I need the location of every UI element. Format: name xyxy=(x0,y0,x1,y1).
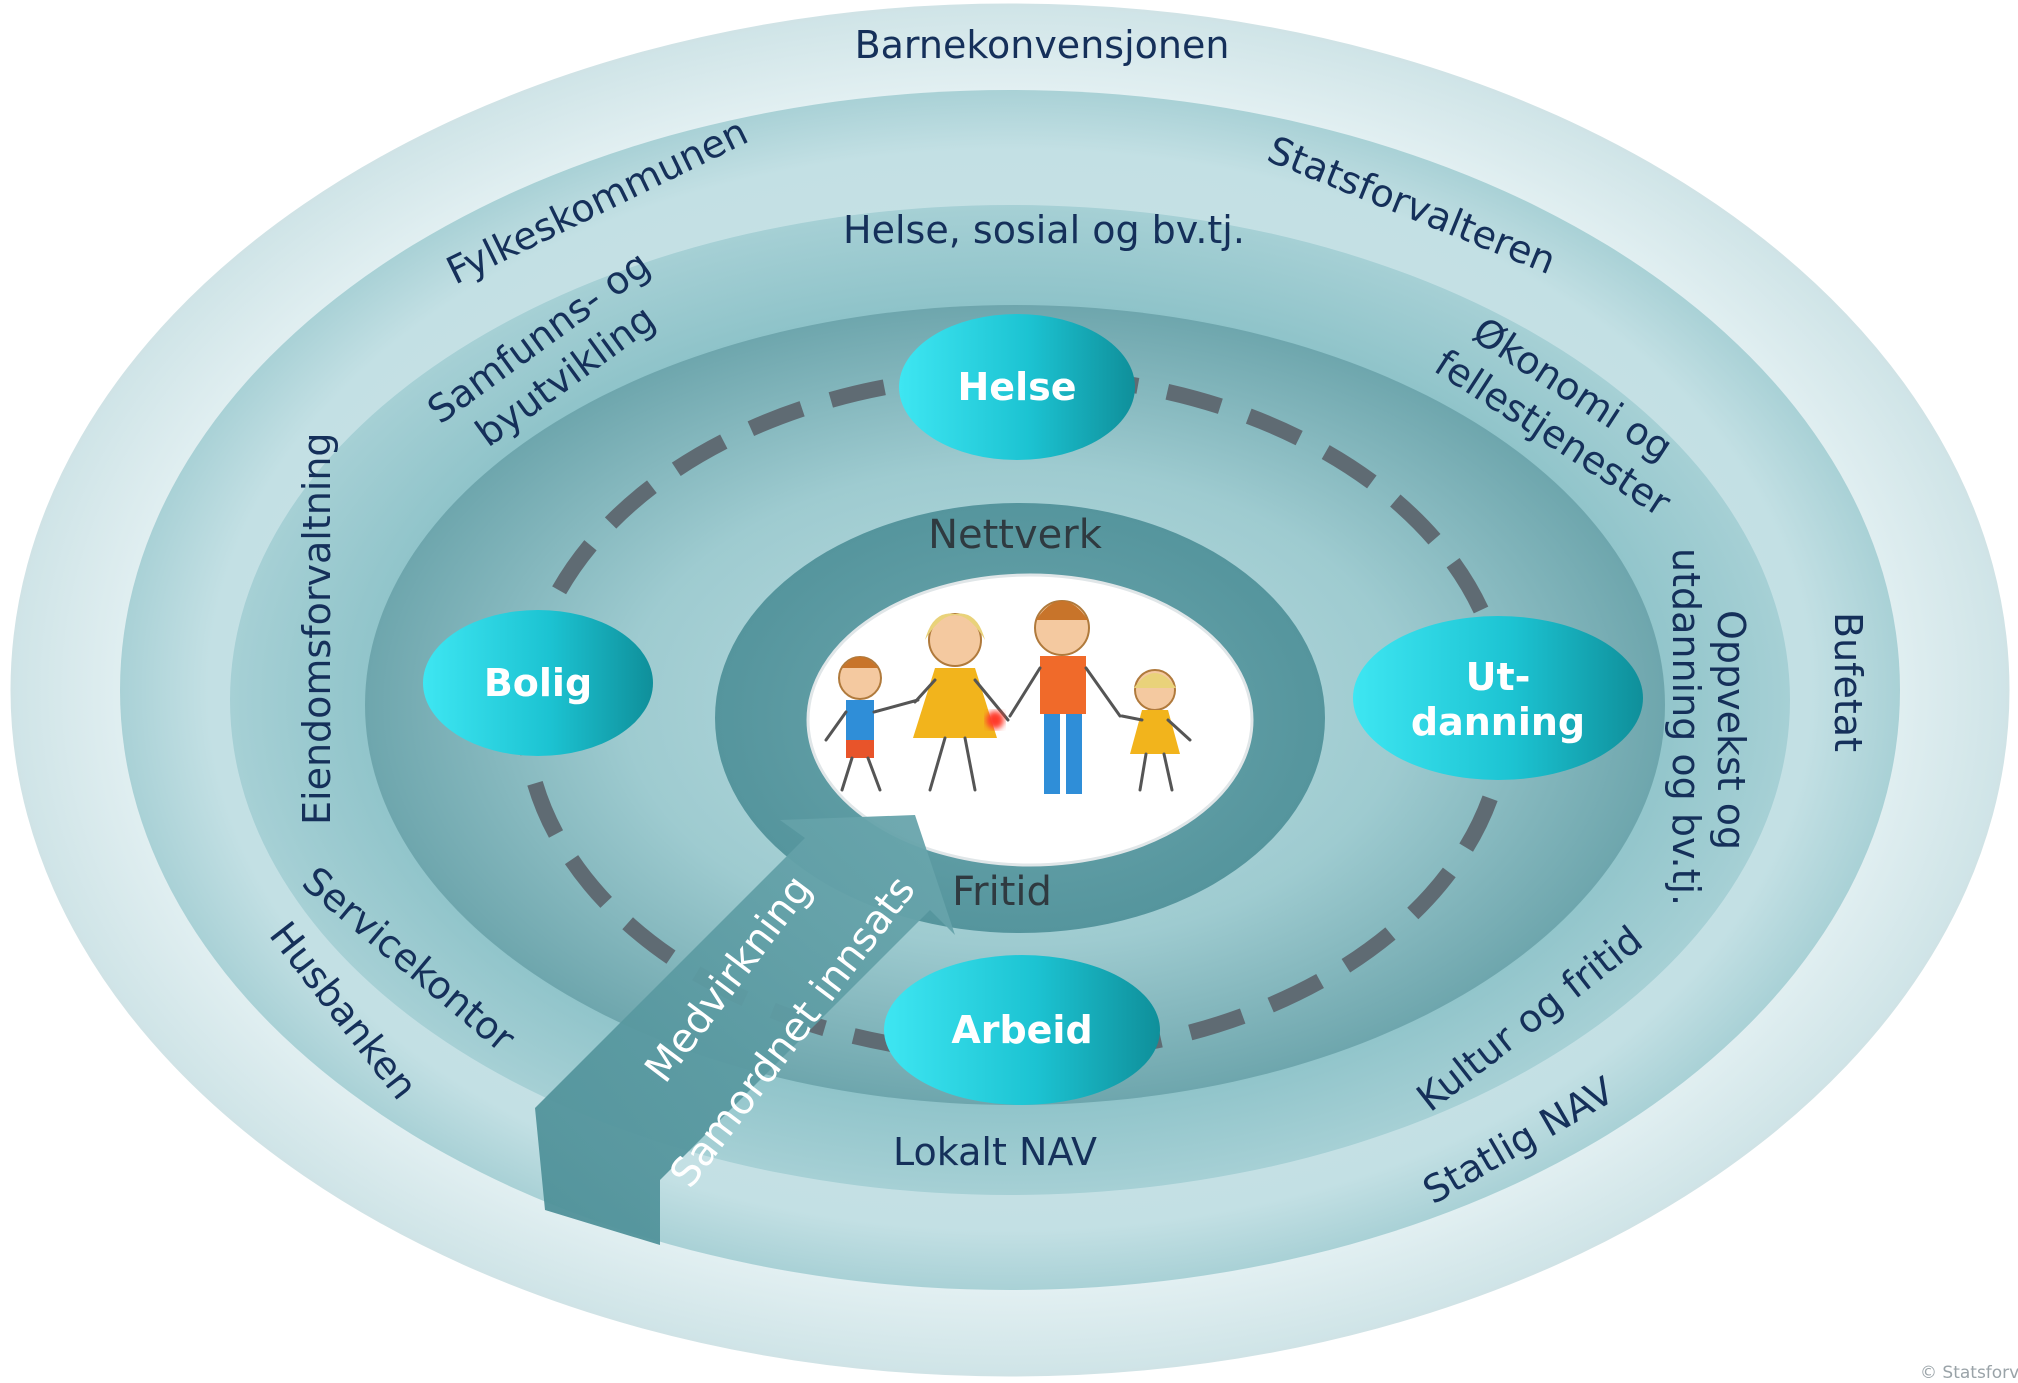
inner-label-fritid: Fritid xyxy=(952,869,1052,915)
node-helse-label: Helse xyxy=(958,365,1077,409)
node-arbeid: Arbeid xyxy=(884,955,1160,1105)
inner-label-nettverk: Nettverk xyxy=(928,512,1103,558)
node-utdanning: Ut- danning xyxy=(1353,616,1643,780)
family-drawing-icon xyxy=(824,600,1192,794)
node-helse: Helse xyxy=(899,314,1135,460)
outer-label-bufetat: Bufetat xyxy=(1826,612,1870,752)
family-picture xyxy=(806,573,1254,867)
outer-label-barnekonvensjonen: Barnekonvensjonen xyxy=(855,23,1230,67)
node-bolig: Bolig xyxy=(423,610,653,756)
middle-label-eiendomsforvaltning: Eiendomsforvaltning xyxy=(295,432,339,825)
node-utdanning-label-1: Ut- xyxy=(1466,655,1531,699)
middle-label-lokalt-nav: Lokalt NAV xyxy=(893,1130,1097,1174)
middle-label-oppvekst-2: utdanning og bv.tj. xyxy=(1664,548,1708,906)
middle-label-helse-sosial: Helse, sosial og bv.tj. xyxy=(843,208,1245,252)
node-bolig-label: Bolig xyxy=(484,661,592,705)
copyright-text: © Statsforva xyxy=(1920,1363,2018,1383)
middle-label-oppvekst-1: Oppvekst og xyxy=(1709,610,1753,850)
node-arbeid-label: Arbeid xyxy=(951,1008,1092,1052)
node-utdanning-label-2: danning xyxy=(1411,700,1585,744)
